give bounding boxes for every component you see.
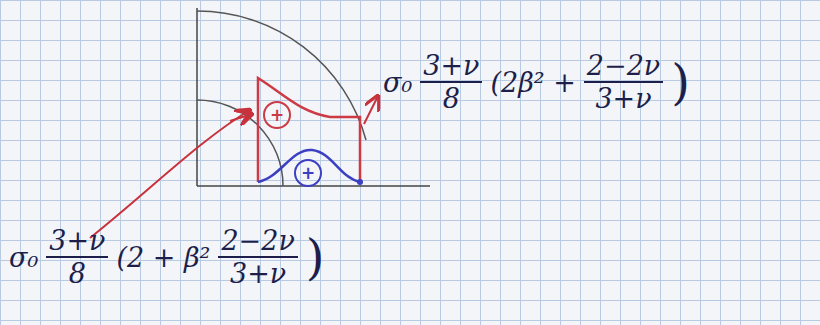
sign-circle: +	[294, 159, 322, 187]
axis	[196, 8, 198, 186]
formula-text: 3+ν	[46, 225, 108, 258]
formula-text: 2−2ν	[584, 50, 663, 83]
sign-circle: +	[263, 101, 291, 129]
formula-text: 8	[66, 258, 89, 289]
formula-text: (2 + β²	[113, 244, 213, 271]
formula-text: 3+ν	[592, 83, 654, 114]
formula-text: (2β² +	[487, 69, 578, 96]
stress-formula: σ₀3+ν8(2β² +2−2ν3+ν)	[380, 50, 693, 114]
formula-text: σ₀	[6, 242, 41, 273]
leader-arrow	[230, 114, 252, 121]
outer-arc	[197, 11, 366, 140]
formula-text: 2−2ν	[218, 225, 297, 258]
formula-text: σ₀	[380, 67, 415, 98]
formula-text: 8	[440, 83, 463, 114]
stress-curve	[258, 78, 360, 182]
sign-text: +	[270, 107, 284, 124]
formula-text: )	[303, 233, 328, 281]
formula-text: 3+ν	[227, 258, 289, 289]
stress-curve	[258, 150, 360, 182]
leader-arrow	[364, 96, 378, 124]
leader-arrow	[90, 110, 250, 238]
sign-text: +	[301, 165, 315, 182]
formula-text: 3+ν	[420, 50, 482, 83]
stress-formula: σ₀3+ν8(2 + β²2−2ν3+ν)	[6, 225, 328, 289]
formula-text: )	[668, 58, 693, 106]
